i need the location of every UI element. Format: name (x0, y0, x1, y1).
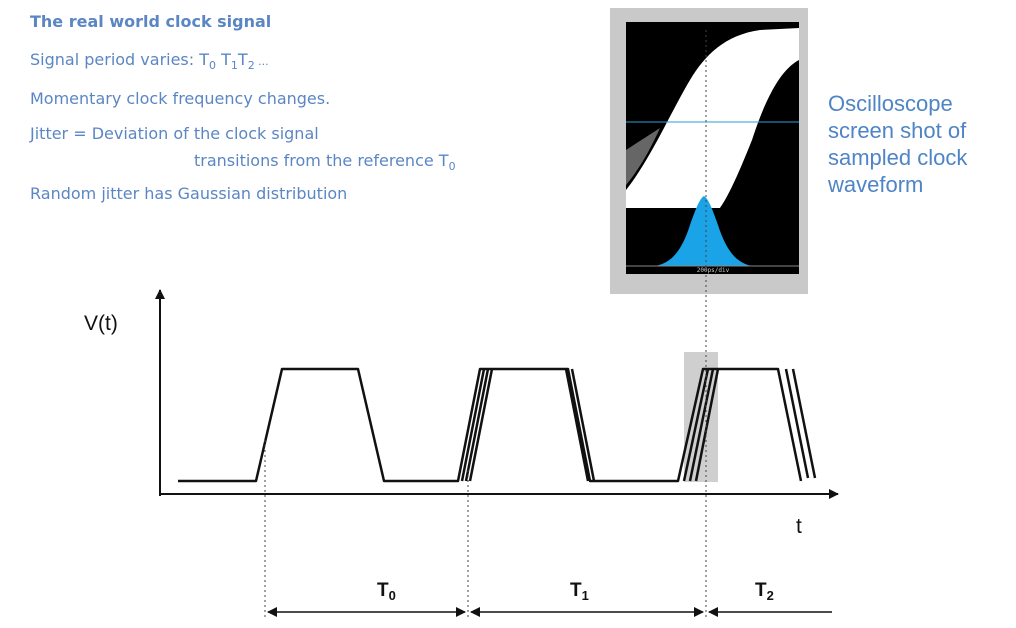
period-t2: T2 (237, 50, 255, 73)
jitter-edge (784, 368, 810, 479)
text-jitter-definition-cont: transitions from the reference T0 (194, 151, 456, 173)
oscilloscope-scale-label: 200ps/div (697, 267, 730, 274)
text-gaussian: Random jitter has Gaussian distribution (30, 184, 348, 203)
text-jitter-definition: Jitter = Deviation of the clock signal (30, 124, 319, 143)
period-varies-prefix: Signal period varies: (30, 50, 200, 69)
reference-t0: T0 (438, 151, 456, 174)
caption-line-3: sampled clock (828, 145, 968, 170)
caption-line-2: screen shot of (828, 118, 967, 143)
gaussian-histogram (655, 196, 752, 266)
trace-cloud-left-edge (626, 128, 660, 185)
waveform-main (178, 367, 803, 483)
jitter-edge (694, 368, 720, 482)
jitter-edge (682, 368, 710, 482)
text-frequency-changes: Momentary clock frequency changes. (30, 89, 331, 108)
jitter-edge (564, 368, 590, 482)
jitter-edge (570, 368, 596, 482)
heading-title: The real world clock signal (30, 12, 272, 31)
period-label-t2: T2 (755, 580, 774, 603)
axes: V(t) t (84, 289, 839, 538)
period-ellipsis: ... (254, 55, 269, 68)
jitter-edge (791, 368, 817, 479)
x-axis-label: t (796, 515, 802, 538)
period-label-t0: T0 (377, 580, 396, 603)
period-label-t1: T1 (570, 580, 589, 603)
jitter-edge (464, 368, 490, 482)
caption-line-4: waveform (828, 172, 924, 197)
clock-waveform (178, 367, 817, 483)
y-axis-label: V(t) (84, 312, 118, 335)
text-period-varies: Signal period varies: T0 T1T2 ... (30, 50, 269, 72)
caption-line-1: Oscilloscope (828, 91, 953, 116)
jitter-edge (460, 368, 486, 482)
oscilloscope-screenshot: 200ps/div (610, 8, 808, 294)
period-t1: T1 (221, 50, 238, 73)
oscilloscope-caption: Oscilloscope screen shot of sampled cloc… (828, 90, 967, 198)
reference-lines (264, 30, 707, 620)
jitter-cont-prefix: transitions from the reference (194, 151, 439, 170)
jitter-edge (468, 368, 494, 482)
jitter-edge (688, 368, 715, 482)
period-t0: T0 (199, 50, 217, 73)
